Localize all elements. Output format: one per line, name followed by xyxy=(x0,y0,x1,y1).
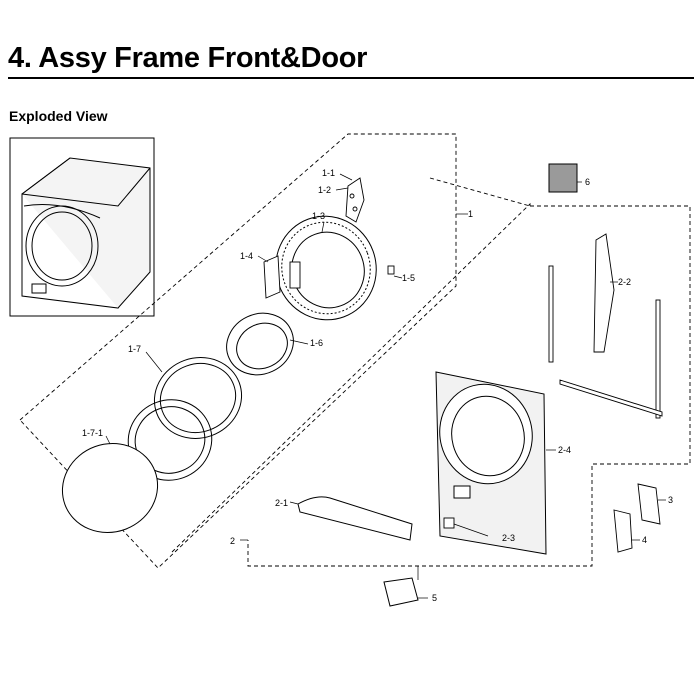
callout-2-4: 2-4 xyxy=(558,445,571,455)
part-1-1-hinge xyxy=(345,177,365,223)
strip-bottom xyxy=(559,379,663,417)
machine-filter-cover xyxy=(31,283,47,294)
leader-1-3 xyxy=(321,221,325,233)
machine-top-edge xyxy=(21,157,71,195)
callout-1-5: 1-5 xyxy=(402,273,415,283)
callout-1-3: 1-3 xyxy=(312,211,325,221)
callout-2: 2 xyxy=(230,536,235,546)
machine-top-front-edge xyxy=(21,167,151,207)
leader-1-7 xyxy=(145,351,163,373)
callout-1-6: 1-6 xyxy=(310,338,323,348)
front-panel-service-hatch xyxy=(453,485,471,499)
handle-body xyxy=(263,255,281,299)
part-5-box xyxy=(383,577,419,607)
strip-left xyxy=(548,265,554,363)
strip-main xyxy=(593,233,615,353)
callout-6: 6 xyxy=(585,177,590,187)
leader-2-3 xyxy=(453,523,489,537)
callout-4: 4 xyxy=(642,535,647,545)
part-hinge-assy xyxy=(345,177,365,223)
assembly-boundaries xyxy=(19,133,691,569)
section-subtitle: Exploded View xyxy=(9,108,108,124)
part-1-5-screw-set xyxy=(387,265,395,275)
callout-labels: 1-1 1-2 1-3 1-4 1-5 1-6 1-7 1-7-1 1 2 2-… xyxy=(82,168,673,603)
part-2-3-clip xyxy=(443,517,455,529)
door-cover-outer xyxy=(153,357,243,439)
machine-door-inner xyxy=(31,211,93,281)
part-1-4-handle xyxy=(263,255,301,299)
door-frame-rim xyxy=(281,221,371,315)
boundary-assy-2-top xyxy=(429,177,531,207)
glass-outer xyxy=(226,312,294,376)
hinge-pin-lower xyxy=(352,206,358,212)
callout-2-2: 2-2 xyxy=(618,277,631,287)
door-cover-inner xyxy=(159,363,237,433)
part-1-7-1-glass-disc xyxy=(61,443,159,533)
callout-2-1: 2-1 xyxy=(275,498,288,508)
part-2-4-front-panel xyxy=(435,371,547,555)
leader-lines xyxy=(105,173,666,599)
leader-1-6 xyxy=(289,339,309,345)
front-panel-opening-inner xyxy=(451,395,525,477)
callout-1-1: 1-1 xyxy=(322,168,335,178)
part-1-3-door-frame xyxy=(275,215,377,321)
callout-3: 3 xyxy=(668,495,673,505)
door-frame-outer xyxy=(275,215,377,321)
machine-door-outer xyxy=(25,205,99,287)
callout-1-4: 1-4 xyxy=(240,251,253,261)
part-2-1-control-panel xyxy=(297,496,413,541)
boundary-assy-2-diagonal xyxy=(171,202,531,553)
inset-machine-overview xyxy=(9,137,155,317)
callout-5: 5 xyxy=(432,593,437,603)
leader-2-1 xyxy=(289,501,299,505)
glass-inner xyxy=(236,322,288,370)
hinge-pin xyxy=(349,193,355,199)
leader-1-1 xyxy=(339,173,353,181)
boundary-assy-1 xyxy=(19,133,457,569)
part-6-filter xyxy=(548,163,578,193)
callout-1-7-1: 1-7-1 xyxy=(82,428,103,438)
handle-latch xyxy=(289,261,301,289)
part-3-bracket xyxy=(637,483,661,525)
leader-1-4 xyxy=(257,255,269,263)
title-rule xyxy=(8,77,694,79)
boundary-assy-2-frame xyxy=(247,205,691,567)
strip-right xyxy=(655,299,661,419)
leader-1-7-1 xyxy=(105,435,111,445)
leader-1-5 xyxy=(393,275,403,279)
inset-frame xyxy=(9,137,155,317)
callout-1-7: 1-7 xyxy=(128,344,141,354)
callout-1: 1 xyxy=(468,209,473,219)
part-1-6-door-glass xyxy=(226,312,294,376)
part-2-2-strips xyxy=(548,233,663,419)
callout-2-3: 2-3 xyxy=(502,533,515,543)
page-title: 4. Assy Frame Front&Door xyxy=(8,42,368,74)
part-4-bracket xyxy=(613,509,633,553)
front-panel-door-opening xyxy=(439,383,533,485)
part-1-5-block xyxy=(387,265,395,275)
part-3-4-hardware xyxy=(613,483,661,553)
leader-1-2 xyxy=(335,187,349,191)
callout-1-2: 1-2 xyxy=(318,185,331,195)
